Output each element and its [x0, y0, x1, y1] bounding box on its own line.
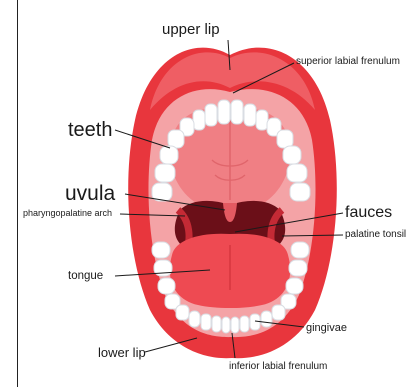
label-inferior-labial-frenulum: inferior labial frenulum	[229, 362, 327, 372]
label-fauces: fauces	[345, 205, 392, 221]
label-tongue: tongue	[68, 271, 103, 283]
label-superior-labial-frenulum: superior labial frenulum	[296, 57, 400, 67]
label-lower-lip: lower lip	[98, 346, 146, 359]
label-pharyngopalatine-arch: pharyngopalatine arch	[23, 209, 112, 218]
label-gingivae: gingivae	[306, 323, 347, 334]
label-uvula: uvula	[65, 183, 115, 204]
label-teeth: teeth	[68, 120, 112, 140]
label-palatine-tonsil: palatine tonsil	[345, 230, 406, 240]
label-upper-lip: upper lip	[162, 22, 220, 37]
